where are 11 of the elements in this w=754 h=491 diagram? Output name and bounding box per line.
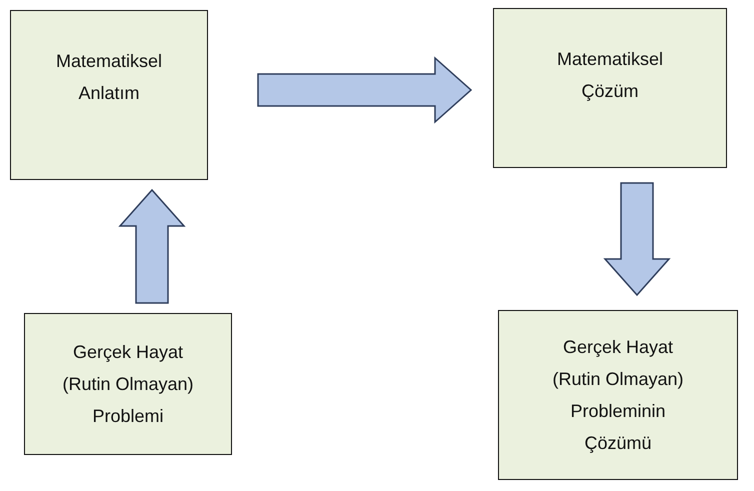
box-text: Matematiksel Çözüm xyxy=(556,48,664,103)
process-box xyxy=(498,310,738,480)
box-text: Gerçek Hayat (Rutin Olmayan) Probleminin Çözümü xyxy=(551,336,685,455)
process-box xyxy=(24,313,232,455)
process-box xyxy=(493,8,727,168)
block-arrow xyxy=(118,188,186,304)
process-box xyxy=(10,10,208,180)
box-text: Gerçek Hayat (Rutin Olmayan) Problemi xyxy=(61,341,195,428)
box-text: Matematiksel Anlatım xyxy=(54,50,164,105)
block-arrow xyxy=(603,182,671,296)
block-arrow xyxy=(257,56,472,124)
